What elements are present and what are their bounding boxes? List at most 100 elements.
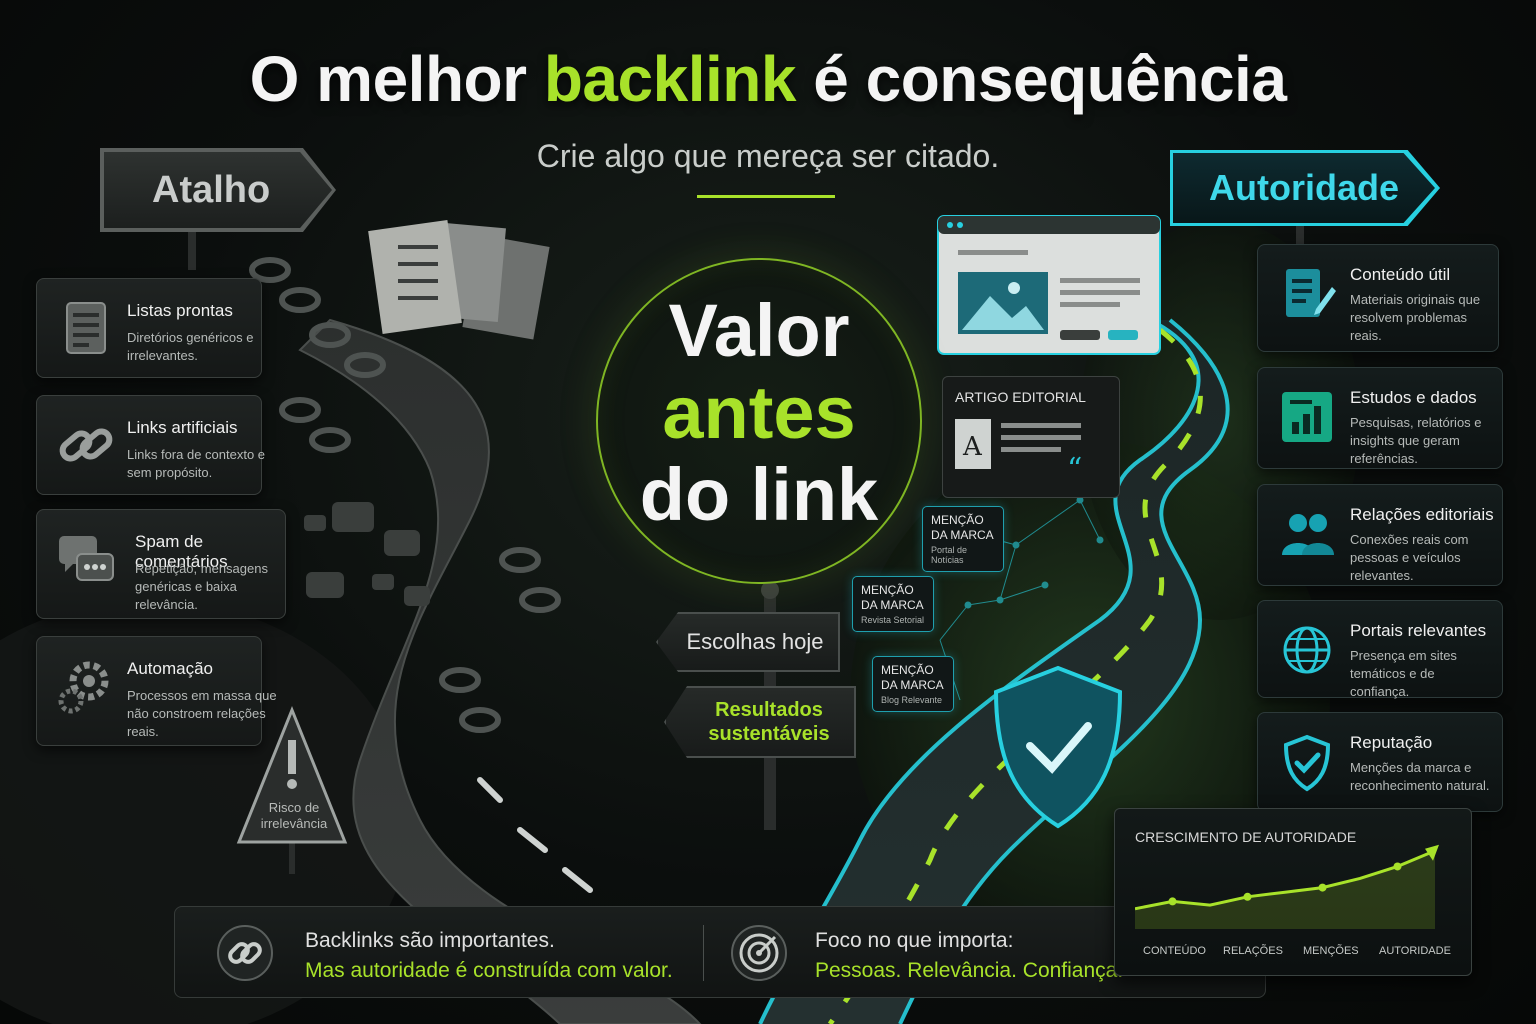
right-sign-pole <box>1296 226 1304 246</box>
sign-sustainable-results: Resultados sustentáveis <box>664 686 856 758</box>
growth-point <box>1318 883 1327 892</box>
card-relevant-portals: Portais relevantes Presença em sites tem… <box>1257 600 1503 699</box>
headline-accent: backlink <box>543 43 797 115</box>
card-title: Estudos e dados <box>1350 388 1477 407</box>
editorial-title: ARTIGO EDITORIAL <box>955 389 1086 405</box>
shield-check-icon <box>1283 734 1331 792</box>
growth-area <box>1135 850 1435 929</box>
shield-check-large <box>993 665 1123 829</box>
svg-text:A: A <box>962 432 983 462</box>
sign-results-label: Resultados sustentáveis <box>708 699 830 745</box>
mention-title: MENÇÃO DA MARCA <box>861 583 924 612</box>
card-desc: Pesquisas, relatórios e insights que ger… <box>1350 415 1482 466</box>
growth-line <box>1135 849 1436 911</box>
card-artificial-links: Links artificiais Links fora de contexto… <box>36 395 265 495</box>
papers-illustration <box>368 219 550 340</box>
growth-label-relations: RELAÇÕES <box>1223 945 1283 957</box>
card-desc: Processos em massa que não constroem rel… <box>127 688 277 739</box>
mention-chip-blog: MENÇÃO DA MARCA Blog Relevante <box>872 656 954 712</box>
card-studies-data: Estudos e dados Pesquisas, relatórios e … <box>1257 367 1503 469</box>
bottom-separator <box>703 925 704 981</box>
bar-chart-icon <box>1282 392 1332 442</box>
svg-text:“: “ <box>1067 452 1082 487</box>
mention-chip-news: MENÇÃO DA MARCA Portal de Notícias <box>922 506 1004 572</box>
gears-icon <box>58 661 109 714</box>
chain-link-icon <box>59 428 113 462</box>
people-icon <box>1282 514 1334 555</box>
bottom-left-line1: Backlinks são importantes. <box>305 929 555 952</box>
mention-title: MENÇÃO DA MARCA <box>931 513 994 542</box>
sign-choices-today: Escolhas hoje <box>656 612 840 672</box>
bottom-right-line2: Pessoas. Relevância. Confiança. <box>815 959 1124 982</box>
road-glow-left <box>758 318 1201 1024</box>
center-line1: Valor <box>668 289 850 372</box>
card-title: Portais relevantes <box>1350 621 1487 640</box>
mention-title: MENÇÃO DA MARCA <box>881 663 944 692</box>
mention-chip-magazine: MENÇÃO DA MARCA Revista Setorial <box>852 576 934 632</box>
road-center-line <box>827 328 1203 1024</box>
headline-part2: é consequência <box>795 43 1287 115</box>
growth-point <box>1168 897 1177 906</box>
growth-arrow <box>1425 844 1439 861</box>
card-desc: Presença em sites temáticos e de confian… <box>1350 648 1457 699</box>
card-desc: Repetição, mensagens genéricas e baixa r… <box>135 561 268 612</box>
card-title: Relações editoriais <box>1350 505 1494 524</box>
card-desc: Materiais originais que resolvem problem… <box>1350 292 1481 343</box>
sign-shortcut: Atalho <box>104 152 332 228</box>
mention-source: Blog Relevante <box>881 695 943 705</box>
main-headline: O melhor backlink é consequência <box>0 42 1536 116</box>
growth-label-authority: AUTORIDADE <box>1379 945 1451 957</box>
headline-part1: O melhor <box>249 43 544 115</box>
warning-label: Risco de irrelevância <box>260 800 328 831</box>
growth-label-content: CONTEÚDO <box>1143 945 1206 957</box>
sign-authority-label: Autoridade <box>1209 167 1400 208</box>
growth-point <box>1393 862 1402 871</box>
sign-choices-label: Escolhas hoje <box>686 629 824 654</box>
target-icon <box>731 925 787 981</box>
card-ready-lists: Listas prontas Diretórios genéricos e ir… <box>36 278 262 378</box>
document-list-icon <box>66 302 106 354</box>
growth-line-plot <box>1135 844 1439 929</box>
growth-title: CRESCIMENTO DE AUTORIDADE <box>1135 829 1357 845</box>
bottom-left-line2: Mas autoridade é construída com valor. <box>305 959 673 982</box>
authority-road <box>760 320 1228 1024</box>
card-desc: Diretórios genéricos e irrelevantes. <box>127 330 254 363</box>
card-title: Spam de comentários <box>135 532 228 571</box>
chat-bubbles-decoration <box>304 502 430 606</box>
card-comment-spam: Spam de comentários Repetição, mensagens… <box>36 509 286 619</box>
browser-mockup <box>937 215 1161 355</box>
card-desc: Links fora de contexto e sem propósito. <box>127 447 266 480</box>
pole-cap <box>761 581 779 599</box>
card-desc: Conexões reais com pessoas e veículos re… <box>1350 532 1469 583</box>
center-line3: do link <box>639 453 879 536</box>
card-reputation: Reputação Menções da marca e reconhecime… <box>1257 712 1503 812</box>
shortcut-road <box>298 318 702 1024</box>
left-sign-pole <box>188 232 196 270</box>
subtitle-underline <box>697 195 835 198</box>
chat-bubbles-icon <box>59 536 114 581</box>
chain-link-icon <box>217 925 273 981</box>
card-desc: Menções da marca e reconhecimento natura… <box>1350 760 1490 793</box>
sign-authority: Autoridade <box>1173 153 1435 223</box>
card-title: Automação <box>127 659 213 678</box>
card-title: Links artificiais <box>127 418 238 437</box>
road-glow-right <box>898 318 1230 1024</box>
center-message: Valor antes do link <box>596 290 922 536</box>
bottom-summary-bar: Backlinks são importantes. Mas autoridad… <box>174 906 1266 998</box>
broken-chain-decoration <box>249 257 561 733</box>
growth-point <box>1243 892 1252 901</box>
card-automation: Automação Processos em massa que não con… <box>36 636 277 746</box>
center-line2: antes <box>662 371 856 454</box>
card-title: Reputação <box>1350 733 1433 752</box>
card-editorial-relations: Relações editoriais Conexões reais com p… <box>1257 484 1503 586</box>
editorial-article-card: ARTIGO EDITORIAL A “ <box>942 376 1120 498</box>
card-title: Listas prontas <box>127 301 233 320</box>
growth-label-mentions: MENÇÕES <box>1303 945 1359 957</box>
center-circle <box>596 258 922 584</box>
warning-sign <box>236 705 348 874</box>
card-useful-content: Conteúdo útil Materiais originais que re… <box>1257 244 1499 352</box>
subtitle: Crie algo que mereça ser citado. <box>536 138 1000 174</box>
sign-shortcut-label: Atalho <box>152 168 271 211</box>
left-road-marks <box>477 777 593 893</box>
